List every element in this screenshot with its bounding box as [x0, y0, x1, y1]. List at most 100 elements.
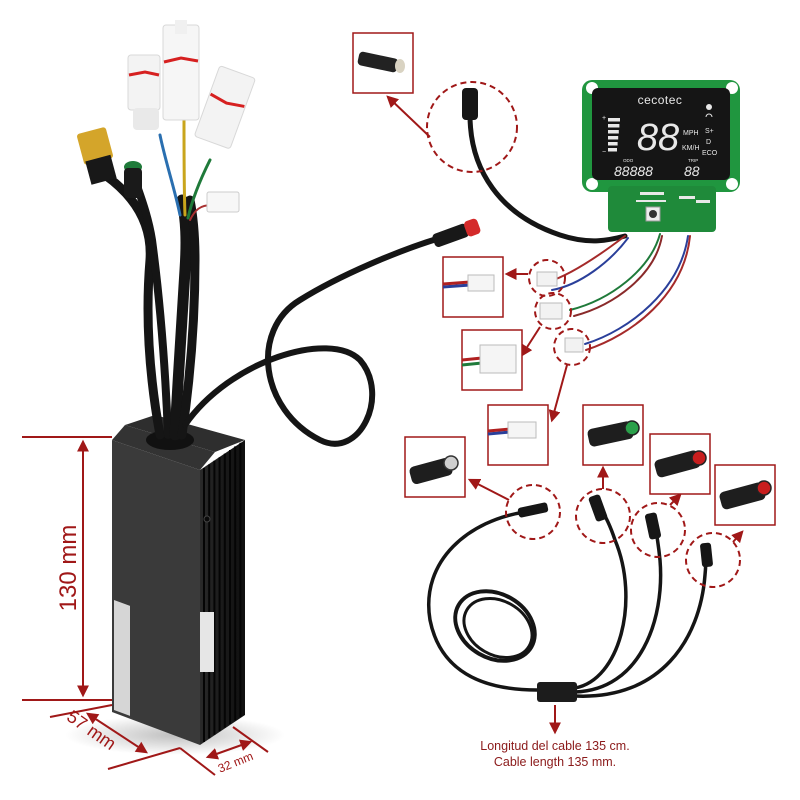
mode-sport-plus: S+: [705, 128, 714, 135]
dim-depth-tick-1: [179, 747, 216, 776]
xt60-cable: [100, 170, 165, 440]
wire-blue-2: [584, 235, 689, 345]
phase-connector-2-latch: [175, 20, 187, 34]
arrow-display: [386, 95, 431, 138]
speed-digits: 88: [637, 117, 679, 159]
odo-label: ODO: [623, 158, 634, 163]
dimension-height-label: 130 mm: [55, 525, 82, 612]
trip-digits: 88: [684, 163, 700, 179]
callout-box-jst-1: [442, 256, 504, 318]
callout-circle-display: [426, 81, 518, 173]
harness-tip-red-2: [700, 542, 713, 568]
battery-bar: [608, 118, 620, 122]
yellow-wire: [182, 118, 187, 217]
jst-3: [564, 337, 584, 353]
phase-connector-2: [162, 24, 200, 121]
controller-cables: [100, 170, 443, 447]
display-signal-cable: [182, 235, 443, 447]
hall-jst-connector: [206, 191, 240, 213]
battery-bar: [608, 124, 620, 128]
jst-2: [539, 302, 563, 320]
phase-connector-1: [127, 54, 161, 111]
trip-label: TRIP: [688, 158, 698, 163]
red-band: [163, 56, 199, 64]
callout-circle-jst-2: [534, 292, 572, 330]
battery-bar: [608, 142, 618, 146]
lcd-display-unit: + − cecotec 88 MPH KM/H S+ D ECO ODO 888…: [582, 80, 740, 232]
xt60-boot: [85, 154, 117, 185]
display-cables: [467, 112, 691, 351]
callout-circle-red-1: [630, 502, 686, 558]
wire-green: [569, 233, 661, 311]
lcd-screen: [592, 88, 730, 180]
red-band: [209, 92, 245, 108]
wire-red-3: [585, 235, 691, 351]
jst-1: [536, 271, 558, 287]
button-cap: [649, 210, 657, 218]
controller-box: [65, 415, 285, 755]
arrow-main: [467, 478, 510, 501]
caption-line-english: Cable length 135 mm.: [493, 755, 617, 769]
light-icon: [706, 104, 712, 110]
callout-circle-jst-1: [528, 259, 566, 297]
red-band: [128, 70, 160, 77]
spacer: [180, 320, 332, 430]
wire-red-2: [573, 235, 663, 317]
cable-coil: [453, 589, 537, 663]
y-harness: [427, 506, 708, 698]
battery-bar: [608, 130, 619, 134]
pcb-pin-headers: [636, 192, 710, 203]
battery-level-bars: [608, 118, 620, 152]
callout-circle-green: [575, 488, 631, 544]
harness-tip-red-1: [644, 512, 662, 540]
battery-plus-sign: +: [602, 115, 606, 122]
cable-length-caption: Longitud del cable 135 cm. Cable length …: [420, 738, 690, 770]
spec-label: [114, 600, 130, 716]
mount-hole: [726, 178, 738, 190]
harness-main-lead: [427, 510, 539, 692]
battery-minus-sign: −: [602, 149, 606, 156]
dim-width-arrow: [85, 712, 149, 754]
mode-eco: ECO: [702, 150, 718, 157]
callout-circles: [426, 81, 741, 588]
battery-bar: [608, 136, 619, 140]
dim-depth-tick-2: [232, 726, 269, 753]
speed-unit-mph: MPH: [683, 130, 699, 137]
callout-circle-red-2: [685, 532, 741, 588]
dim-depth-arrow: [205, 739, 253, 760]
mode-drive: D: [706, 139, 711, 146]
serial-sticker: [200, 612, 214, 672]
callout-boxes: [352, 32, 776, 526]
red-display-connector: [432, 218, 481, 248]
xt60-housing: [77, 127, 113, 165]
dim-width-tick-2: [107, 747, 181, 770]
display-jst-connectors: [536, 271, 584, 353]
motor-harness-cable: [169, 194, 192, 441]
harness-tip-green: [588, 494, 608, 522]
green-connector-cable: [131, 176, 172, 439]
phase-connector-1-boot: [133, 108, 159, 130]
mount-hole: [586, 178, 598, 190]
harness-tips: [517, 494, 713, 568]
callout-arrows: [386, 95, 744, 544]
phase-connector-3: [194, 65, 256, 149]
callout-box-red-connector-1: [649, 433, 711, 495]
arrow-red-2: [731, 530, 744, 544]
callout-box-jst-3: [487, 404, 549, 466]
display-round-connector: [462, 88, 478, 120]
odo-digits: 88888: [614, 163, 653, 179]
harness-tip-main: [517, 502, 549, 518]
horn-icon: [705, 113, 713, 118]
harness-branch-3: [573, 550, 708, 698]
callout-box-red-connector-2: [714, 464, 776, 526]
dim-width-tick-1: [49, 704, 113, 718]
heatsink-fins: [203, 442, 242, 742]
callout-circle-main: [505, 484, 561, 540]
arrow-jst-2: [520, 326, 541, 358]
dimension-lines: [22, 436, 561, 776]
callout-box-display-connector: [352, 32, 414, 94]
motor-phase-connectors: [127, 20, 256, 213]
arrow-red-1: [668, 493, 682, 507]
screw-icon: [203, 515, 211, 523]
